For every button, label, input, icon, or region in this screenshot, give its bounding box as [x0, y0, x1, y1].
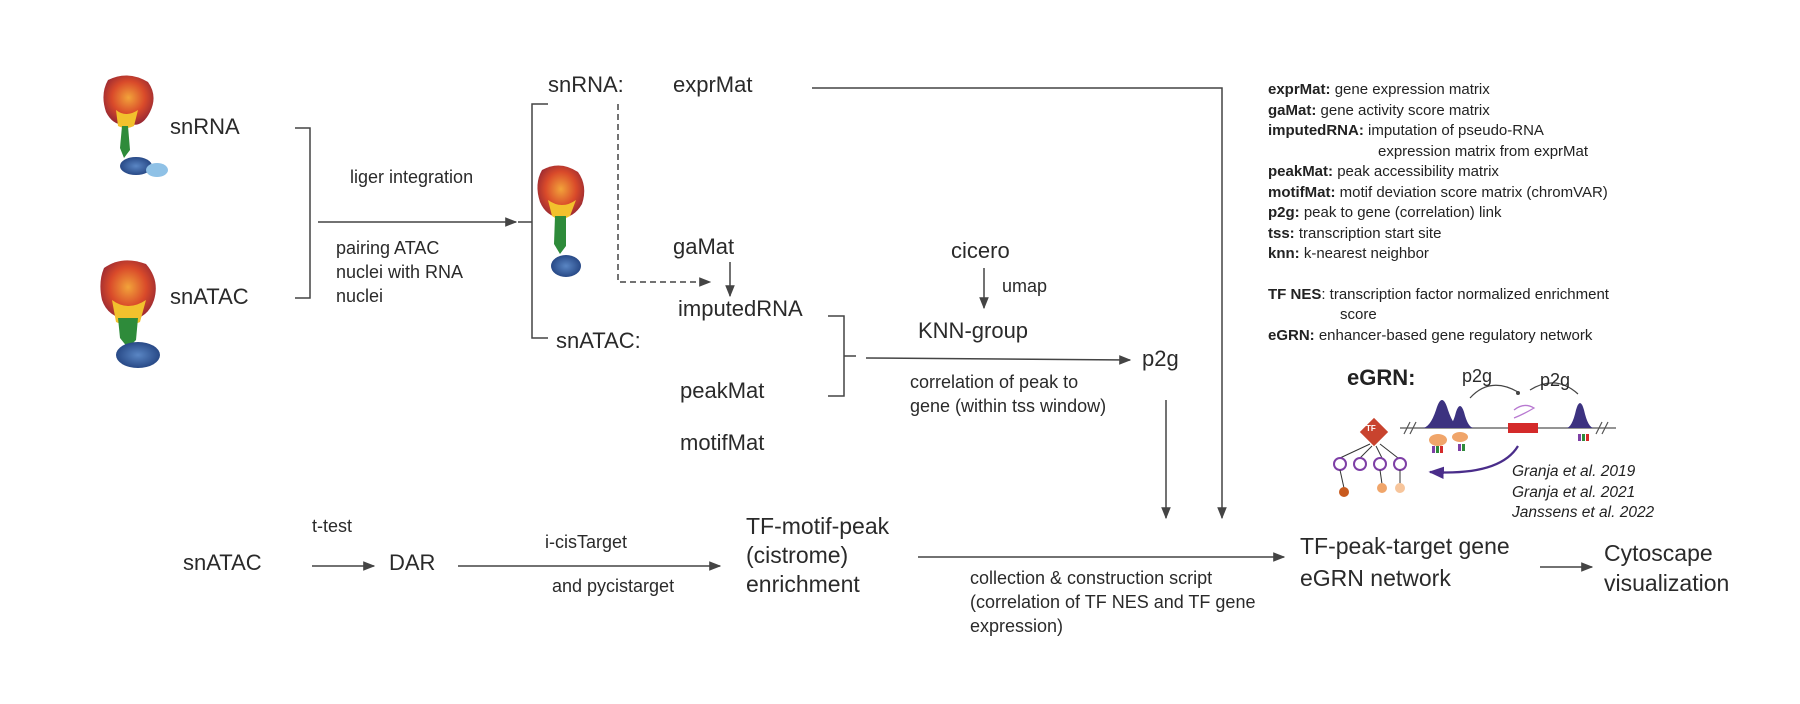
cicero-label: cicero — [951, 238, 1010, 263]
icistarget-label: i-cisTarget — [545, 532, 628, 552]
snatac-label: snATAC — [170, 284, 249, 309]
legend-item: eGRN: enhancer-based gene regulatory net… — [1268, 326, 1593, 344]
snrna-prefix: snRNA: — [548, 72, 624, 97]
snatac-prefix: snATAC: — [556, 328, 641, 353]
legend-item: gaMat: gene activity score matrix — [1268, 101, 1490, 119]
ttest-label: t-test — [312, 516, 353, 536]
egrn-schematic — [1333, 382, 1616, 497]
correlation-text: correlation of peak to gene (within tss … — [910, 372, 1107, 416]
gene-block — [1508, 423, 1538, 433]
umap-integrated-icon — [537, 165, 585, 277]
legend-item: peakMat: peak accessibility matrix — [1268, 163, 1499, 180]
citation: Granja et al. 2021 — [1512, 483, 1636, 501]
motifmat-label: motifMat — [680, 430, 765, 455]
input-bracket — [295, 127, 311, 299]
legend-item-continuation: score — [1340, 306, 1377, 323]
knn-group-label: KNN-group — [918, 318, 1029, 343]
umap-snatac-icon — [100, 260, 160, 368]
integrated-bracket — [518, 103, 548, 339]
citation: Janssens et al. 2022 — [1512, 504, 1655, 521]
legend-item: exprMat: gene expression matrix — [1268, 81, 1490, 98]
cytoscape-label: Cytoscape visualization — [1604, 540, 1730, 596]
pycistarget-label: and pycistarget — [552, 576, 675, 596]
imputedrna-label: imputedRNA — [678, 296, 803, 321]
legend-item: TF NES: transcription factor normalized … — [1268, 285, 1609, 303]
exprmat-arrow — [812, 87, 1227, 520]
peak-1 — [1422, 400, 1462, 428]
legend-item: p2g: peak to gene (correlation) link — [1268, 204, 1502, 221]
peak-3 — [1566, 403, 1594, 428]
legend-item: motifMat: motif deviation score matrix (… — [1268, 183, 1608, 201]
legend-item: imputedRNA: imputation of pseudo-RNA — [1268, 122, 1544, 139]
citations: Granja et al. 2019 Granja et al. 2021 Ja… — [1512, 462, 1654, 524]
legend-item: knn: k-nearest neighbor — [1268, 245, 1429, 262]
correlation-arrow — [865, 355, 1132, 365]
p2g-right-label: p2g — [1540, 370, 1571, 390]
dar-label: DAR — [389, 550, 436, 575]
gamat-label: gaMat — [673, 234, 735, 259]
tf-peak-target-label: TF-peak-target gene eGRN network — [1300, 533, 1510, 591]
p2g-label: p2g — [1142, 346, 1179, 371]
egrn-figure-title: eGRN: — [1347, 365, 1416, 390]
integration-method: liger integration — [350, 167, 474, 187]
peak-2 — [1446, 406, 1474, 428]
legend-item-continuation: expression matrix from exprMat — [1378, 142, 1589, 160]
citation: Granja et al. 2019 — [1512, 463, 1636, 480]
umap-label: umap — [1002, 276, 1048, 296]
imputed-peak-bracket — [828, 315, 856, 397]
p2g-left-label: p2g — [1462, 366, 1493, 386]
tf-node-label: TF — [1366, 424, 1376, 433]
pairing-text: pairing ATAC nuclei with RNA nuclei — [336, 238, 463, 306]
tf-motif-peak-label: TF-motif-peak (cistrome) enrichment — [746, 513, 890, 597]
peakmat-label: peakMat — [680, 378, 765, 403]
abbreviation-legend: exprMat: gene expression matrix gaMat: g… — [1268, 80, 1688, 346]
tf-node — [1359, 417, 1389, 447]
snrna-label: snRNA — [170, 114, 240, 139]
legend-item: tss: transcription start site — [1268, 224, 1442, 242]
exprmat-label: exprMat — [673, 72, 753, 97]
umap-snrna-icon — [103, 75, 168, 177]
bottom-snatac-label: snATAC — [183, 550, 262, 575]
collection-text: collection & construction script (correl… — [970, 568, 1256, 636]
